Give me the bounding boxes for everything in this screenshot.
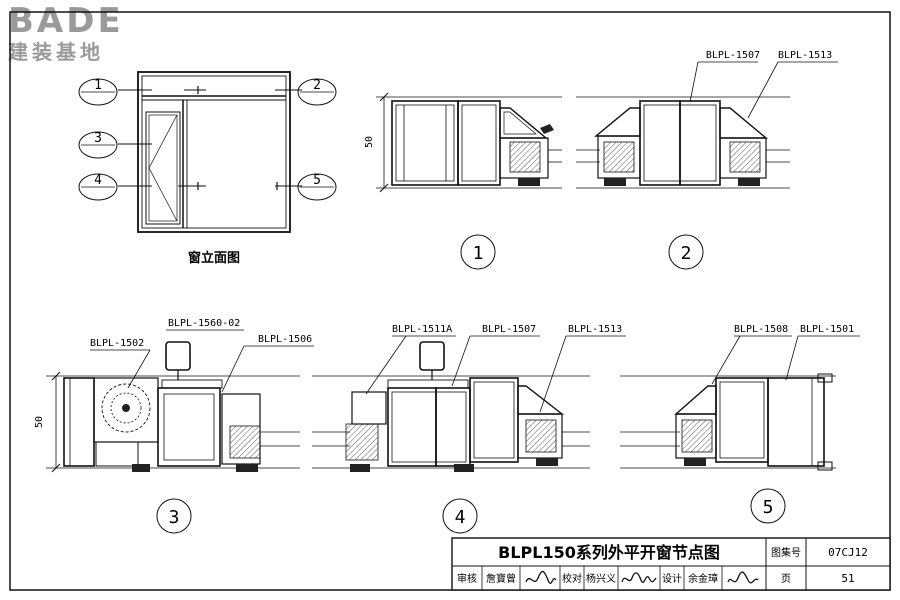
detail-3-dimension: 50: [34, 416, 45, 428]
check-label: 校对: [562, 572, 582, 585]
atlas-label: 图集号: [771, 546, 801, 559]
detail-3-label-1560-02: BLPL-1560-02: [168, 318, 240, 329]
detail-3-label-1502: BLPL-1502: [90, 338, 144, 349]
page-label: 页: [781, 573, 791, 585]
window-elevation: [118, 71, 302, 233]
detail-5-number: 5: [750, 488, 786, 524]
review-label: 审核: [457, 572, 477, 585]
atlas-number: 07CJ12: [828, 546, 868, 559]
callout-4: 4: [78, 173, 118, 201]
detail-3-label-1506: BLPL-1506: [258, 334, 312, 345]
detail-3-number: 3: [156, 498, 192, 534]
detail-1-number-label: 1: [473, 243, 484, 264]
callout-5: 5: [297, 173, 337, 201]
callout-5-number: 5: [313, 173, 321, 188]
callout-4-number: 4: [94, 173, 102, 188]
checker-signature: [621, 572, 657, 583]
callout-3-number: 3: [94, 131, 102, 146]
detail-2-label-1507: BLPL-1507: [706, 50, 760, 61]
callout-2-number: 2: [313, 78, 321, 93]
detail-5-section: BLPL-1508 BLPL-1501: [620, 324, 860, 471]
callout-1-number: 1: [94, 78, 102, 93]
detail-4-label-1513: BLPL-1513: [568, 324, 622, 335]
designer-signature: [727, 571, 759, 584]
detail-2-number-label: 2: [681, 243, 692, 264]
detail-1-dimension: 50: [364, 136, 375, 148]
detail-3-number-label: 3: [169, 507, 180, 528]
detail-4-number: 4: [442, 498, 478, 534]
detail-2-section: BLPL-1507 BLPL-1513: [576, 50, 838, 189]
detail-4-label-1511a: BLPL-1511A: [392, 324, 452, 335]
callout-3: 3: [78, 131, 118, 159]
callout-2: 2: [297, 78, 337, 106]
title-block: BLPL150系列外平开窗节点图 图集号 07CJ12 审核 詹寶曾 校对 杨兴…: [451, 537, 891, 591]
checker-name: 杨兴义: [586, 572, 616, 585]
reviewer-name: 詹寶曾: [486, 572, 516, 585]
detail-5-label-1508: BLPL-1508: [734, 324, 788, 335]
designer-name: 余金璋: [688, 572, 718, 585]
callout-1: 1: [78, 78, 118, 106]
detail-1-section: 50: [364, 92, 562, 193]
detail-4-number-label: 4: [455, 507, 466, 528]
detail-1-number: 1: [460, 234, 496, 270]
detail-2-number: 2: [668, 234, 704, 270]
elevation-caption: 窗立面图: [188, 250, 240, 266]
detail-4-label-1507: BLPL-1507: [482, 324, 536, 335]
drawing-border: [9, 11, 891, 591]
detail-3-section: 50 BLPL-1502 BLPL-1560-02 BLPL-1506: [34, 318, 314, 473]
drawing-title: BLPL150系列外平开窗节点图: [498, 543, 720, 562]
design-label: 设计: [662, 572, 682, 585]
reviewer-signature: [525, 570, 557, 585]
detail-4-section: BLPL-1511A BLPL-1507 BLPL-1513: [312, 324, 626, 472]
detail-5-label-1501: BLPL-1501: [800, 324, 854, 335]
page-number: 51: [841, 572, 854, 585]
detail-2-label-1513: BLPL-1513: [778, 50, 832, 61]
detail-5-number-label: 5: [763, 497, 774, 518]
